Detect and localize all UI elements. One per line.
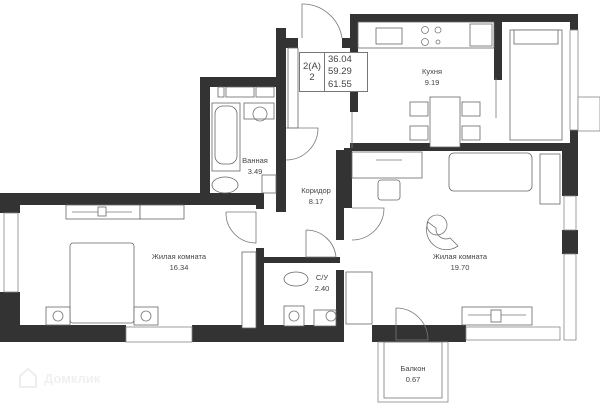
area-total-with-balcony: 61.55 xyxy=(328,79,352,91)
room-area: 19.70 xyxy=(450,263,470,272)
room-area: 0.67 xyxy=(405,375,421,384)
room-label-living: Жилая комната 19.70 xyxy=(433,251,487,273)
room-name: Коридор xyxy=(301,186,331,195)
balcony-outline xyxy=(377,341,449,403)
house-logo-icon xyxy=(19,367,37,388)
apartment-rooms-count: 2 xyxy=(309,72,315,83)
room-name: Кухня xyxy=(421,67,443,76)
room-name: Жилая комната xyxy=(151,252,207,261)
windows xyxy=(3,29,600,343)
living-furniture xyxy=(351,151,533,326)
wardrobes xyxy=(241,47,561,329)
toilet-fixtures xyxy=(283,271,337,327)
apartment-info-box: 2(A) 2 36.04 59.29 61.55 xyxy=(299,52,368,92)
room-area: 8.17 xyxy=(308,197,324,206)
room-name: Жилая комната xyxy=(432,252,488,261)
doors xyxy=(225,3,497,341)
watermark: Домклик xyxy=(18,367,100,389)
kitchen-furniture xyxy=(357,21,563,148)
room-area: 9.19 xyxy=(424,78,440,87)
bathroom-fixtures xyxy=(211,86,277,194)
walls xyxy=(0,14,578,342)
room-name: С/У xyxy=(315,273,329,282)
bedroom-furniture xyxy=(45,204,185,326)
room-label-balcony: Балкон 0.67 xyxy=(400,363,425,385)
area-total: 59.29 xyxy=(328,66,352,78)
area-living: 36.04 xyxy=(328,53,352,65)
room-area: 3.49 xyxy=(247,167,263,176)
room-label-kitchen: Кухня 9.19 xyxy=(422,66,442,88)
room-label-toilet: С/У 2.40 xyxy=(315,272,330,294)
watermark-text: Домклик xyxy=(44,370,101,386)
room-name: Ванная xyxy=(242,156,268,165)
room-name: Балкон xyxy=(400,364,426,373)
apartment-type-code: 2(A) xyxy=(303,61,321,72)
room-area: 16.34 xyxy=(169,263,189,272)
room-label-bedroom: Жилая комната 16.34 xyxy=(152,251,206,273)
room-area: 2.40 xyxy=(314,284,330,293)
room-label-bathroom: Ванная 3.49 xyxy=(242,155,268,177)
room-label-corridor: Коридор 8.17 xyxy=(301,185,331,207)
